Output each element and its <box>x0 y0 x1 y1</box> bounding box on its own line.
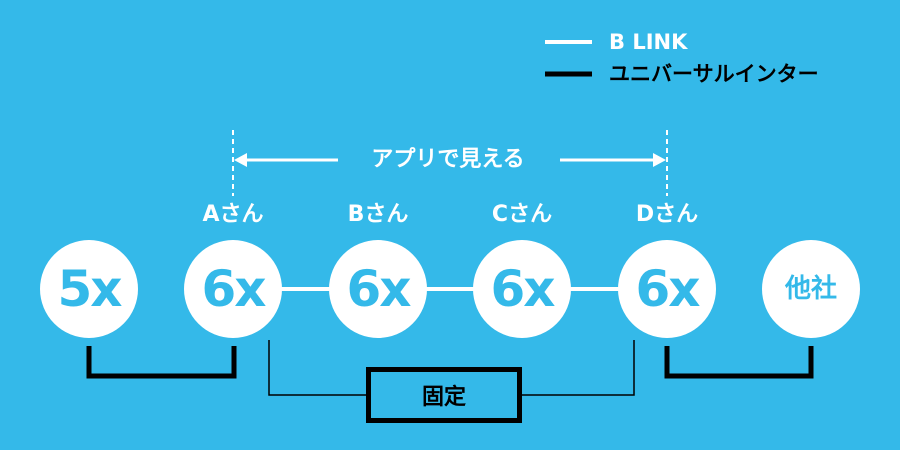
app-visible-label: アプリで見える <box>371 147 525 172</box>
universal-bracket-right <box>664 346 814 379</box>
fixed-bracket-right <box>522 340 635 396</box>
circle-other-company: 他社 <box>762 240 860 338</box>
arrow-right-icon <box>653 153 666 167</box>
person-label-a: Aさん <box>202 202 264 227</box>
circle-d-6x: 6x <box>618 240 716 338</box>
arrow-left-icon <box>234 153 247 167</box>
circle-5x: 5x <box>40 240 138 338</box>
circle-b-6x: 6x <box>329 240 427 338</box>
person-label-d: Dさん <box>635 202 699 227</box>
circle-a-6x: 6x <box>184 240 282 338</box>
universal-bracket-left <box>86 346 237 379</box>
person-label-b: Bさん <box>347 202 409 227</box>
person-label-c: Cさん <box>491 202 553 227</box>
fixed-label: 固定 <box>421 385 466 410</box>
fixed-bracket-left <box>268 340 366 396</box>
legend-universal-label: ユニバーサルインター <box>609 62 819 86</box>
fixed-box: 固定 <box>366 367 522 423</box>
legend-blink-label: B LINK <box>609 30 688 54</box>
circle-c-6x: 6x <box>473 240 571 338</box>
